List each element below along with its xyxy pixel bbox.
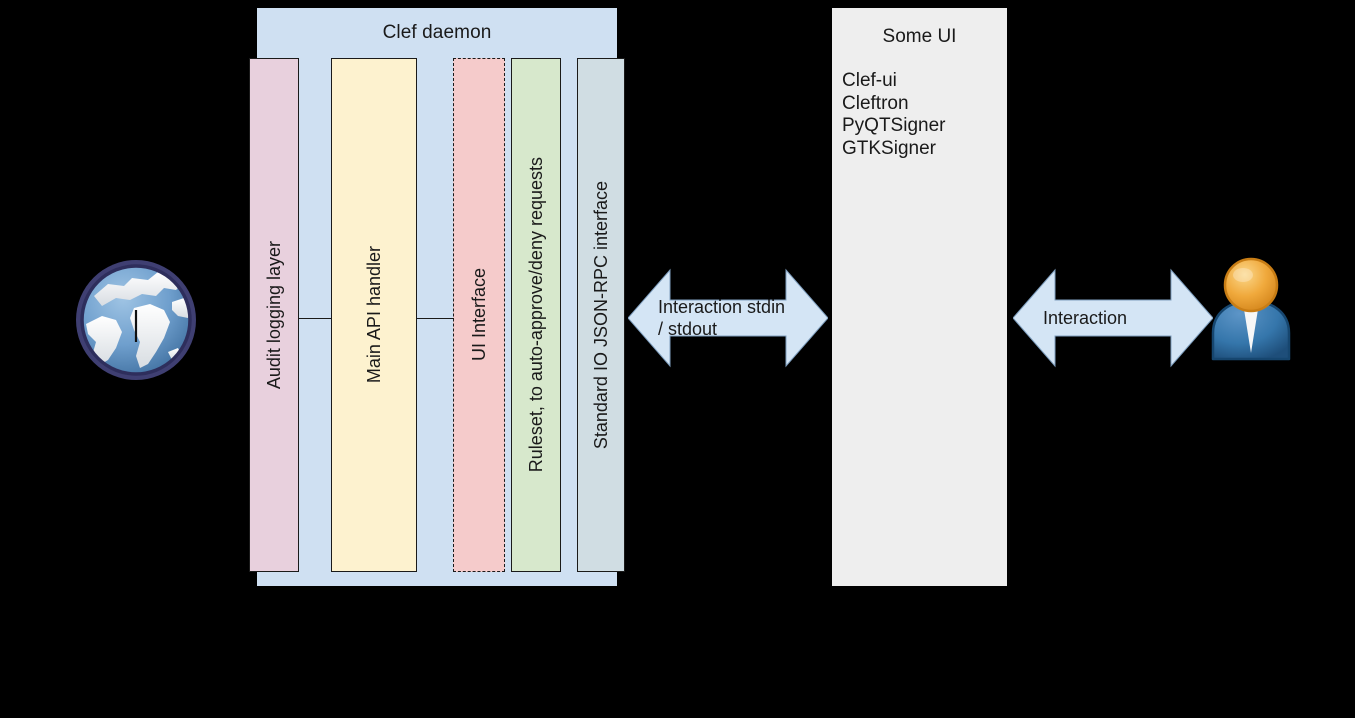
box-main-api-handler: Main API handler	[331, 58, 417, 572]
list-item: PyQTSigner	[842, 115, 946, 136]
globe-icon	[72, 256, 200, 384]
connector-line-audit-to-api	[298, 318, 332, 319]
box-ui-interface-label: UI Interface	[469, 268, 489, 362]
list-item: Clef-ui	[842, 70, 897, 91]
box-audit-logging-layer: Audit logging layer	[249, 58, 299, 572]
box-standard-io-jsonrpc: Standard IO JSON-RPC interface	[577, 58, 625, 572]
box-ruleset: Ruleset, to auto-approve/deny requests	[511, 58, 561, 572]
clef-daemon-container: Clef daemon	[257, 8, 617, 586]
some-ui-list: Clef-ui Cleftron PyQTSigner GTKSigner	[842, 70, 945, 160]
double-arrow-icon	[628, 268, 828, 368]
list-item: Cleftron	[842, 92, 909, 114]
box-main-api-handler-label: Main API handler	[364, 246, 384, 384]
interaction-user-arrow: Interaction	[1013, 268, 1213, 368]
box-ui-interface: UI Interface	[453, 58, 505, 572]
user-icon	[1203, 255, 1299, 365]
box-standard-io-jsonrpc-label: Standard IO JSON-RPC interface	[591, 180, 611, 450]
list-item: GTKSigner	[842, 137, 936, 159]
box-audit-logging-layer-label: Audit logging layer	[264, 240, 284, 390]
box-ruleset-label: Ruleset, to auto-approve/deny requests	[526, 157, 546, 473]
clef-daemon-title: Clef daemon	[382, 22, 492, 43]
double-arrow-icon	[1013, 268, 1213, 368]
some-ui-panel: Some UI Clef-ui Cleftron PyQTSigner GTKS…	[832, 8, 1007, 586]
interaction-stdio-arrow: Interaction stdin / stdout	[628, 268, 828, 368]
some-ui-title: Some UI	[882, 26, 957, 47]
connector-line-api-to-ui	[416, 318, 454, 319]
